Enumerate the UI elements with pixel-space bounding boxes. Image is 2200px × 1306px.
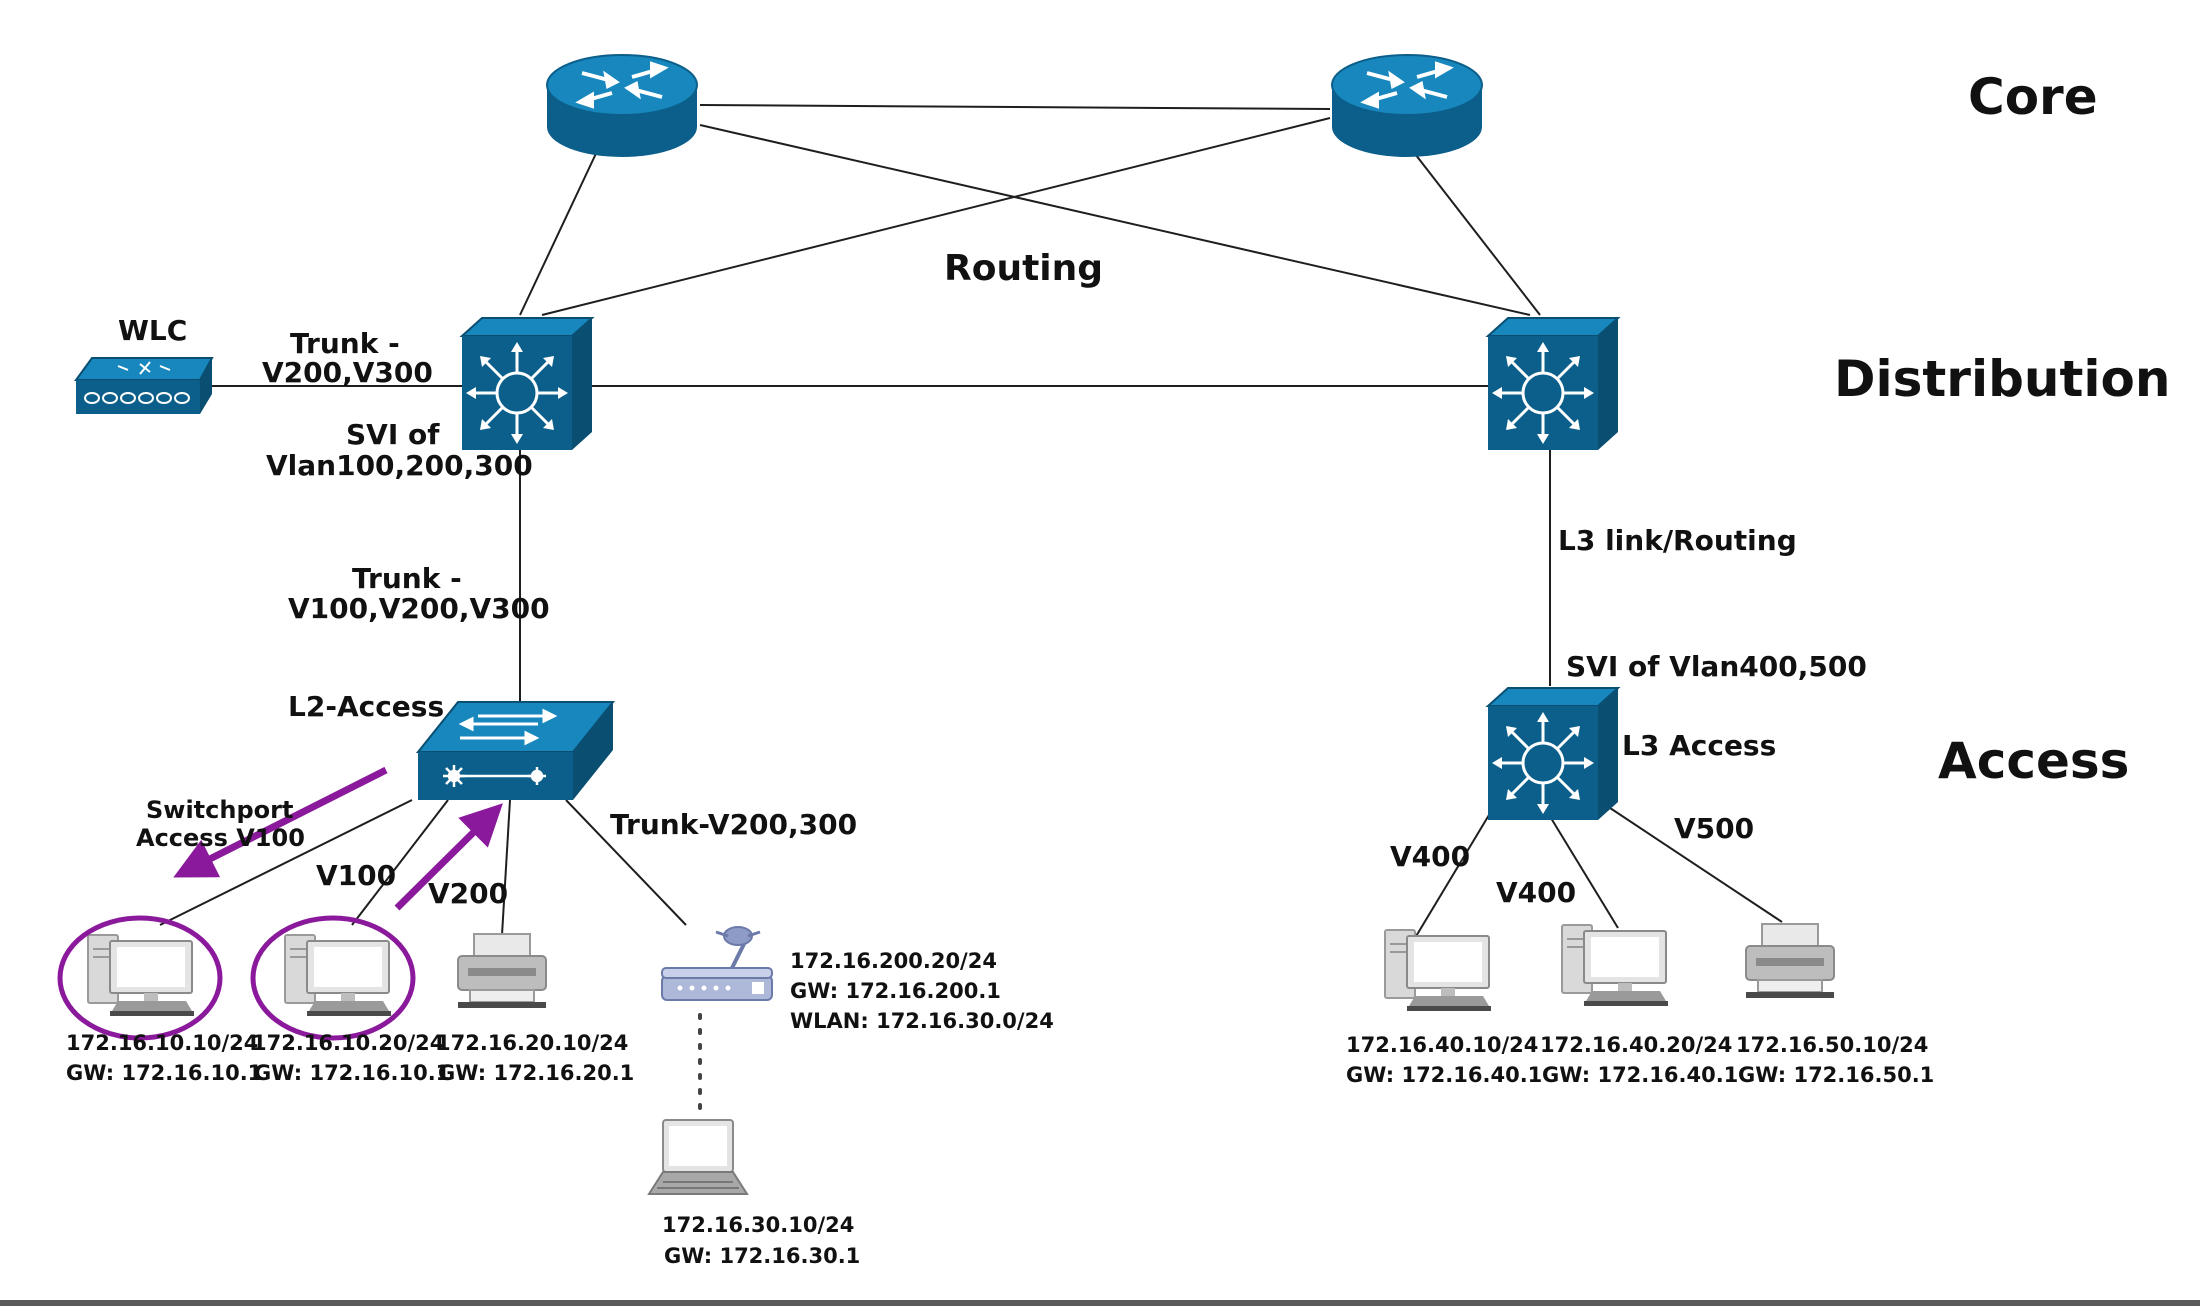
tier-label-core: Core xyxy=(1968,68,2098,126)
l2-access-label: L2-Access xyxy=(288,690,444,723)
printer1-ip-text: 172.16.20.10/24 xyxy=(436,1031,628,1055)
purple-arrow-up-icon xyxy=(394,803,503,911)
pc4-ip-text: 172.16.40.20/24 xyxy=(1540,1033,1732,1057)
ap-ip-text: 172.16.200.20/24 xyxy=(790,949,997,973)
ap-wlan-text: WLAN: 172.16.30.0/24 xyxy=(790,1009,1054,1033)
v400-link-label-b: V400 xyxy=(1496,876,1576,909)
wlc-trunk-label-line1: Trunk - xyxy=(290,327,400,360)
link-core1-core2 xyxy=(699,104,1331,110)
v400-link-label-a: V400 xyxy=(1390,840,1470,873)
bottom-border xyxy=(0,1300,2200,1306)
v100-link-label: V100 xyxy=(316,859,396,892)
printer1-icon xyxy=(457,933,547,1009)
wlc-label: WLC xyxy=(118,314,187,347)
printer1-gw-text: GW: 172.16.20.1 xyxy=(438,1061,634,1085)
pc4-gw-text: GW: 172.16.40.1 xyxy=(1542,1063,1738,1087)
laptop-gw-text: GW: 172.16.30.1 xyxy=(664,1244,860,1268)
l3-access-switch-icon xyxy=(1486,686,1620,822)
link-core2-dist1 xyxy=(541,117,1331,316)
laptop-ip-text: 172.16.30.10/24 xyxy=(662,1213,854,1237)
link-l3-printer2 xyxy=(1597,799,1783,923)
link-core2-dist2 xyxy=(1411,149,1541,316)
pc1-ip-text: 172.16.10.10/24 xyxy=(66,1031,258,1055)
link-l2-printer1 xyxy=(501,799,511,936)
laptop-icon xyxy=(648,1119,748,1195)
link-l2-ap xyxy=(565,799,687,926)
switchport-label-line2: Access V100 xyxy=(136,824,305,852)
svi-left-label-line1: SVI of xyxy=(346,418,440,451)
v200-link-label: V200 xyxy=(428,877,508,910)
printer2-gw-text: GW: 172.16.50.1 xyxy=(1738,1063,1934,1087)
trunk-down-label-line1: Trunk - xyxy=(352,562,462,595)
link-l3-pc3 xyxy=(1414,799,1499,939)
trunk-down-label-line2: V100,V200,V300 xyxy=(288,592,550,625)
wlc-icon xyxy=(74,357,214,414)
routing-label: Routing xyxy=(944,248,1103,289)
trunk-ap-label: Trunk-V200,300 xyxy=(610,808,857,841)
tier-label-access: Access xyxy=(1938,732,2129,790)
pc1-gw-text: GW: 172.16.10.1 xyxy=(66,1061,262,1085)
network-links xyxy=(159,104,1783,1122)
pc4-icon xyxy=(1561,924,1669,1007)
pc3-gw-text: GW: 172.16.40.1 xyxy=(1346,1063,1542,1087)
pc1-icon xyxy=(87,934,195,1017)
pc2-ip-text: 172.16.10.20/24 xyxy=(252,1031,444,1055)
tier-label-distribution: Distribution xyxy=(1834,350,2170,408)
pc2-highlight-circle xyxy=(250,915,416,1041)
l2-access-switch-icon xyxy=(416,700,615,802)
pc1-highlight-circle xyxy=(57,915,223,1041)
link-l3-pc4 xyxy=(1539,799,1619,929)
pc2-icon xyxy=(284,934,392,1017)
switchport-label-line1: Switchport xyxy=(146,796,293,824)
l3-access-label: L3 Access xyxy=(1622,729,1776,762)
svi-left-label-line2: Vlan100,200,300 xyxy=(266,449,533,482)
purple-arrow-down-icon xyxy=(173,766,388,878)
printer2-icon xyxy=(1745,923,1835,999)
link-core1-dist2 xyxy=(699,124,1531,316)
access-point-icon xyxy=(661,926,773,1001)
distribution-switch-left-icon xyxy=(460,316,594,452)
link-l2-pc2 xyxy=(351,799,449,926)
pc3-ip-text: 172.16.40.10/24 xyxy=(1346,1033,1538,1057)
distribution-switch-right-icon xyxy=(1486,316,1620,452)
link-core1-dist1 xyxy=(519,144,601,316)
core-router-right-icon xyxy=(1330,53,1484,159)
vlan-highlight-annotations xyxy=(57,766,503,1041)
printer2-ip-text: 172.16.50.10/24 xyxy=(1736,1033,1928,1057)
link-l2-pc1 xyxy=(159,799,413,926)
l3-link-label: L3 link/Routing xyxy=(1558,524,1797,557)
pc2-gw-text: GW: 172.16.10.1 xyxy=(254,1061,450,1085)
wlc-trunk-label-line2: V200,V300 xyxy=(262,356,433,389)
pc3-icon xyxy=(1384,929,1492,1012)
ap-gw-text: GW: 172.16.200.1 xyxy=(790,979,1001,1003)
svi-right-label: SVI of Vlan400,500 xyxy=(1566,650,1867,683)
core-router-left-icon xyxy=(545,53,699,159)
v500-link-label: V500 xyxy=(1674,812,1754,845)
